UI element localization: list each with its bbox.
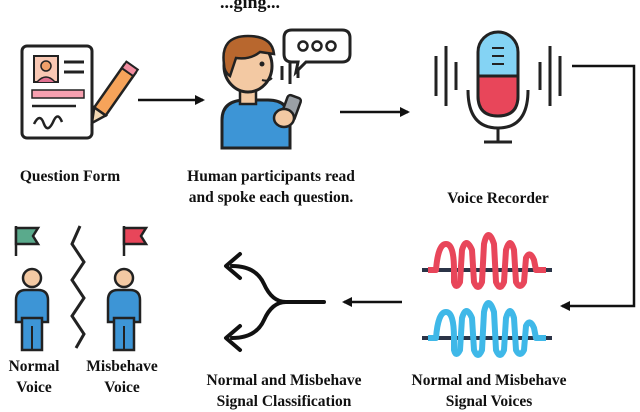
split-arrow-icon	[224, 252, 326, 352]
participants-label-line1: Human participants read	[187, 168, 355, 185]
participants-label-line2: and spoke each question.	[188, 189, 354, 206]
normal-voice-label-line1: Normal	[8, 358, 60, 375]
signal-voices-label-line1: Normal and Misbehave	[411, 372, 567, 389]
person-green-flag-icon	[14, 226, 50, 352]
classification-label-line1: Normal and Misbehave	[206, 372, 362, 389]
microphone-icon	[434, 30, 562, 144]
classification-label-line2: Signal Classification	[216, 393, 352, 410]
zigzag-divider	[70, 225, 86, 349]
person-red-flag-icon	[106, 226, 149, 352]
top-caption-fragment: ...ging...	[219, 0, 280, 12]
signal-voices-label-line2: Signal Voices	[445, 393, 533, 410]
signal-waves-icon	[422, 232, 552, 358]
arrow-recorder-to-signals	[560, 64, 636, 311]
form-with-pencil-icon	[20, 44, 140, 140]
person-speaking-phone-icon	[220, 28, 352, 150]
misbehave-voice-label-line2: Voice	[104, 379, 140, 396]
voice-recorder-label: Voice Recorder	[447, 190, 549, 207]
misbehave-voice-label-line1: Misbehave	[86, 358, 158, 375]
question-form-label: Question Form	[19, 168, 121, 185]
normal-voice-label-line2: Voice	[16, 379, 52, 396]
